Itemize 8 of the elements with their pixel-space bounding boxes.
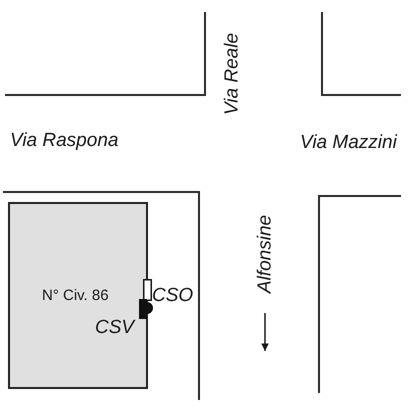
street-name: Via Raspona xyxy=(10,130,118,150)
marker-label: CSO xyxy=(152,286,194,304)
marker-label: CSV xyxy=(95,318,134,336)
place-name: Alfonsine xyxy=(256,214,274,294)
building-block xyxy=(8,202,148,389)
street-name: Via Mazzini xyxy=(300,132,397,152)
house-number: N° Civ. 86 xyxy=(42,288,109,303)
street-name: Via Reale xyxy=(222,32,242,116)
